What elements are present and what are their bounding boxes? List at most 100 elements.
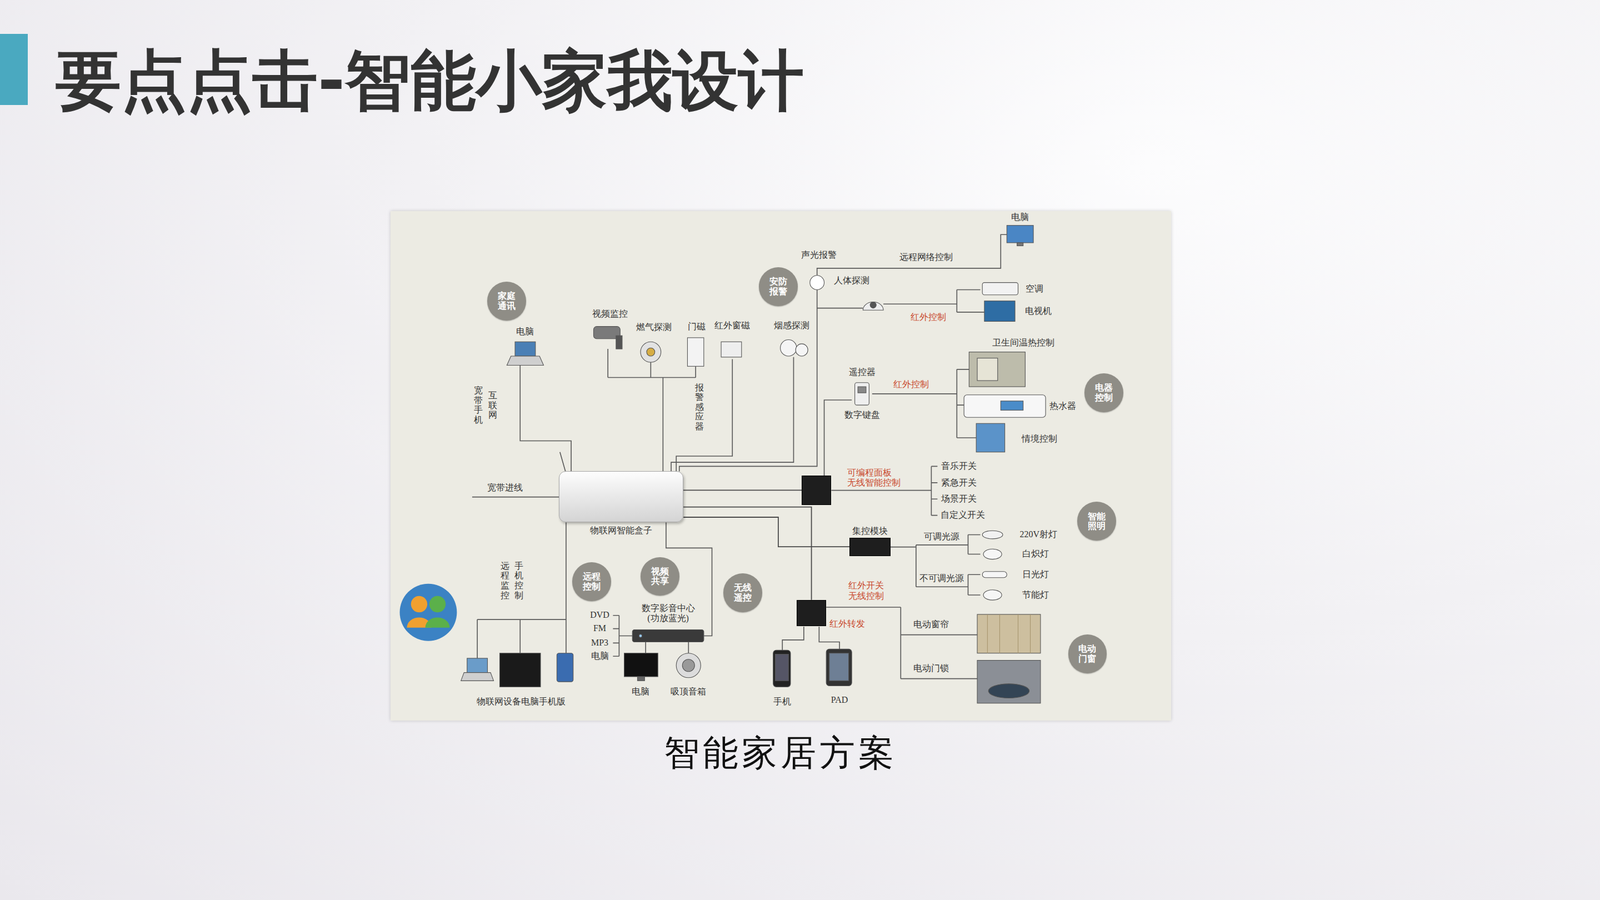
badge-text: 电器控制 bbox=[1094, 382, 1114, 403]
diagram-label: 电视机 bbox=[1024, 306, 1053, 317]
diagram-label: 数字键盘 bbox=[843, 410, 881, 420]
diagram-label: 燃气探测 bbox=[635, 322, 673, 333]
device-icons bbox=[987, 614, 1030, 654]
diagram-label: FM bbox=[592, 623, 607, 634]
diagram-label: 白炽灯 bbox=[1021, 548, 1050, 559]
diagram-label: 远程网络控制 bbox=[898, 251, 954, 262]
device-icons bbox=[500, 653, 541, 688]
diagram-label: 场景开关 bbox=[940, 493, 978, 504]
badge-text: 无线遥控 bbox=[733, 582, 753, 603]
device-icons bbox=[556, 653, 573, 682]
diagram-label: 电动窗帘 bbox=[912, 619, 950, 630]
diagram-label: 宽带进线 bbox=[486, 482, 524, 493]
diagram-label: 宽带手机 bbox=[473, 385, 483, 425]
diagram-label: 遥控器 bbox=[848, 367, 877, 378]
diagram-label: 不可调光源 bbox=[918, 573, 965, 584]
diagram-label: 红外控制 bbox=[892, 379, 930, 390]
diagram-label: 吸顶音箱 bbox=[670, 686, 707, 697]
device-icons bbox=[829, 653, 849, 682]
connector-line bbox=[683, 517, 850, 547]
diagram-label: 门磁 bbox=[687, 321, 707, 332]
photo-frame: 家庭通讯安防报警电器控制物联网智能盒子可编程面板 无线智能控制智能照明集控模块远… bbox=[390, 211, 1172, 721]
diagram-label: 空调 bbox=[1025, 283, 1044, 294]
device-icons bbox=[982, 530, 1003, 539]
device-icons bbox=[968, 352, 1025, 387]
category-badge: 安防报警 bbox=[758, 267, 798, 307]
diagram-label: MP3 bbox=[590, 637, 609, 648]
wires bbox=[782, 626, 840, 650]
wires bbox=[671, 357, 794, 472]
device-icons bbox=[977, 660, 1041, 704]
device-icons bbox=[638, 634, 643, 638]
wires bbox=[872, 369, 977, 438]
control-module: 可编程面板 无线智能控制 bbox=[801, 475, 832, 505]
device-icons bbox=[982, 282, 1018, 295]
node-label: 可编程面板 无线智能控制 bbox=[847, 467, 903, 489]
diagram-label: 电脑 bbox=[631, 686, 650, 697]
category-badge: 智能照明 bbox=[1077, 501, 1117, 541]
device-icons bbox=[676, 653, 701, 678]
wires bbox=[831, 466, 938, 515]
device-icons bbox=[616, 335, 623, 349]
diagram-label: 手机控制 bbox=[514, 561, 524, 600]
device-icons bbox=[862, 302, 884, 311]
diagram-label: 节能灯 bbox=[1021, 589, 1050, 600]
device-icons bbox=[870, 302, 877, 309]
category-badge: 视频共享 bbox=[640, 557, 680, 597]
node-label: 红外转发 bbox=[829, 618, 865, 629]
diagram-label: 情境控制 bbox=[1021, 433, 1058, 444]
device-icons bbox=[506, 356, 544, 366]
device-icons bbox=[467, 658, 488, 673]
logo-badge bbox=[429, 596, 446, 613]
wires bbox=[472, 496, 559, 498]
diagram-label: 电脑 bbox=[590, 651, 610, 662]
device-icons bbox=[984, 301, 1015, 322]
device-icons bbox=[1017, 242, 1024, 247]
slide-title: 要点点击-智能小家我设计 bbox=[55, 41, 804, 121]
node-label: 物联网智能盒子 bbox=[590, 525, 653, 537]
device-icons bbox=[682, 659, 695, 672]
diagram-label: 电脑 bbox=[1010, 212, 1030, 223]
category-badge: 电器控制 bbox=[1084, 373, 1124, 413]
wires bbox=[472, 234, 1007, 679]
diagram-label: 日光灯 bbox=[1021, 569, 1050, 580]
logo-badge bbox=[425, 617, 450, 628]
control-module: 集控模块 bbox=[849, 537, 890, 557]
device-icons bbox=[976, 423, 1005, 452]
device-icons bbox=[646, 347, 655, 357]
diagram-label: 红外窗磁 bbox=[713, 320, 751, 330]
wires bbox=[607, 348, 696, 472]
device-icons bbox=[963, 395, 1046, 418]
wires bbox=[477, 522, 567, 658]
wires bbox=[560, 452, 567, 474]
device-icons bbox=[983, 548, 1002, 559]
wires bbox=[817, 307, 864, 309]
diagram-label: 可调光源 bbox=[923, 531, 960, 542]
logo-badge bbox=[400, 583, 458, 642]
device-icons bbox=[983, 590, 1002, 600]
category-badge: 家庭通讯 bbox=[487, 281, 527, 321]
diagram-label: 远程监控 bbox=[500, 561, 510, 600]
category-badge: 远程控制 bbox=[572, 562, 612, 602]
badge-text: 智能照明 bbox=[1087, 511, 1107, 532]
wires bbox=[883, 290, 985, 313]
diagram-label: 人体探测 bbox=[833, 275, 870, 286]
logo-badge bbox=[400, 583, 458, 642]
wires bbox=[817, 234, 1008, 276]
diagram-label: 电脑 bbox=[515, 326, 535, 337]
diagram-label: 数字影音中心 (功放蓝光) bbox=[639, 602, 697, 624]
diagram-label: 声光报警 bbox=[800, 250, 838, 260]
diagram-label: 视频监控 bbox=[591, 308, 629, 319]
diagram-label: 互联网 bbox=[488, 390, 498, 420]
wires bbox=[676, 358, 733, 472]
device-icons bbox=[721, 341, 742, 358]
wires bbox=[679, 290, 818, 472]
logo-badge bbox=[411, 596, 428, 613]
device-icons bbox=[977, 358, 998, 381]
device-icons bbox=[640, 341, 662, 363]
diagram-label: 报警感应器 bbox=[695, 382, 704, 432]
device-icons bbox=[977, 614, 1041, 654]
category-badge: 无线遥控 bbox=[723, 573, 763, 613]
device-icons bbox=[1000, 401, 1023, 411]
device-icons bbox=[795, 343, 808, 357]
